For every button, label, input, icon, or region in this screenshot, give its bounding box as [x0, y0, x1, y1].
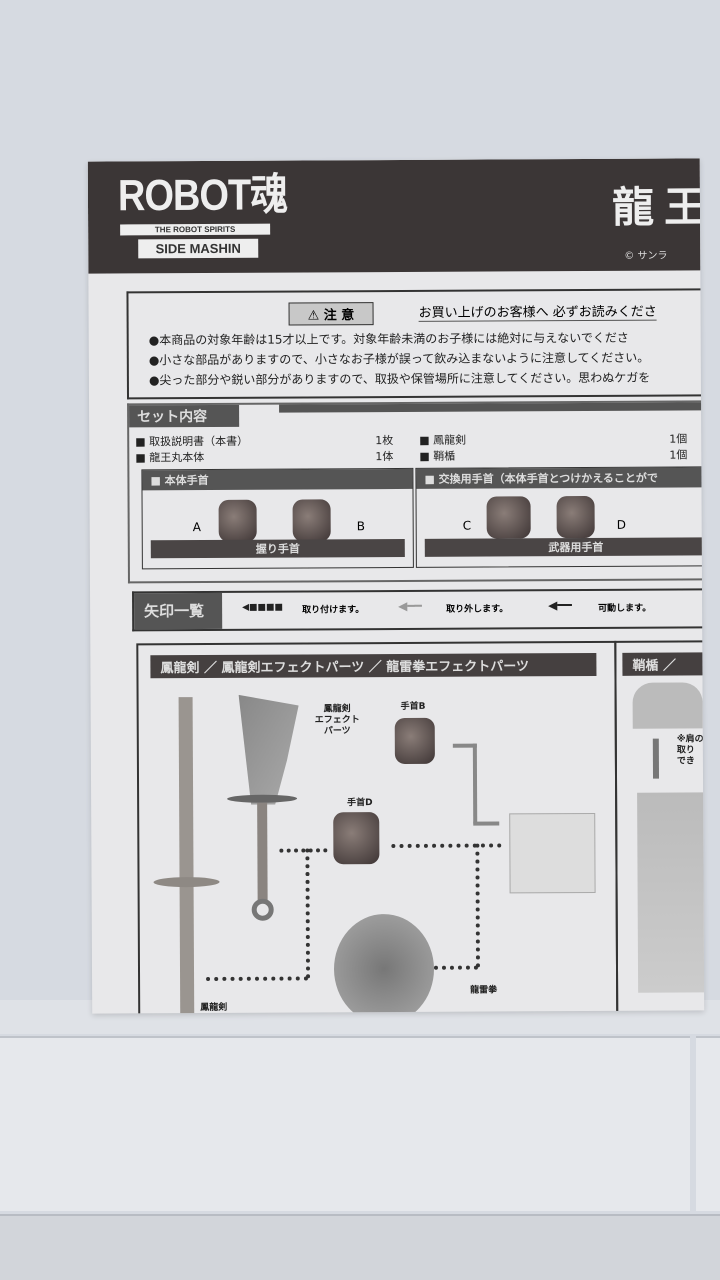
drawer-lower: [0, 1214, 720, 1280]
attach-path: [305, 848, 311, 979]
swap-hands-title: ■ 交換用手首（本体手首とつけかえることがで: [416, 467, 705, 489]
drawer-front: [0, 1036, 690, 1211]
caution-line: ●本商品の対象年齢は15才以上です。対象年齢未満のお子様には絶対に与えないでくだ…: [148, 330, 629, 348]
hand-label: B: [356, 519, 365, 534]
hand-label: A: [192, 520, 201, 535]
remove-arrow-icon: [472, 743, 478, 824]
item-qty: 1枚: [375, 434, 394, 448]
arrow-legend: 矢印一覧 ◀■■■■ 取り付けます。 ◀━━ 取り外します。 ◀━━ 可動します…: [132, 588, 705, 632]
set-contents: セット内容 ■ 取扱説明書（本書） 1枚 ■ 龍王丸本体 1体 ■ 鳳龍剣 1個…: [127, 400, 705, 584]
remove-arrow-icon: ◀━━: [398, 598, 422, 613]
sheath-note: ※肩の 取り でき: [676, 734, 704, 767]
move-label: 可動します。: [598, 603, 652, 614]
item-name: ■ 取扱説明書（本書）: [135, 434, 249, 449]
hand-b-image: [394, 717, 435, 765]
swap-hands-caption: 武器用手首: [424, 537, 705, 557]
swap-hands-panel: ■ 交換用手首（本体手首とつけかえることがで C D 武器用手首: [415, 466, 705, 568]
sword-label: 鳳龍剣: [200, 1002, 228, 1014]
fist-hand-b-image: [292, 499, 331, 542]
robot-arm-image: [509, 812, 596, 894]
item-name: ■ 龍王丸本体: [135, 451, 205, 465]
caution-line: ●小さな部品がありますので、小さなお子様が誤って飲み込まないように注意してくださ…: [148, 350, 650, 368]
attach-path: [279, 848, 328, 853]
caution-heading: お買い上げのお客様へ 必ずお読みくださ: [418, 300, 657, 322]
hand-label: D: [616, 517, 626, 532]
thunder-fist-label: 龍雷拳: [470, 985, 498, 996]
caution-box: ⚠ 注 意 お買い上げのお客様へ 必ずお読みくださ ●本商品の対象年齢は15才以…: [126, 288, 705, 400]
brand-tagline: THE ROBOT SPIRITS: [120, 223, 271, 236]
fist-hand-a-image: [218, 499, 257, 542]
body-hands-title: ■ 本体手首: [142, 468, 413, 491]
attach-path: [475, 843, 480, 968]
brand-logo: ROBOT魂: [117, 171, 288, 221]
move-arrow-icon: ◀━━: [548, 598, 572, 613]
parts-diagram: 鳳龍剣 ／ 鳳龍剣エフェクトパーツ ／ 龍雷拳エフェクトパーツ 鳳龍剣 エフェク…: [136, 640, 619, 1014]
attach-path: [391, 843, 502, 849]
attach-path: [206, 976, 309, 981]
weapon-hand-c-image: [486, 496, 531, 539]
caution-badge: ⚠ 注 意: [288, 302, 374, 326]
weapon-hand-d-image: [556, 495, 595, 539]
body-hands-caption: 握り手首: [150, 538, 405, 559]
remove-arrow-icon: [452, 743, 477, 748]
parts-title: 鳳龍剣 ／ 鳳龍剣エフェクトパーツ ／ 龍雷拳エフェクトパーツ: [150, 652, 597, 679]
hand-d-label: 手首D: [347, 798, 373, 809]
sword-effect-image: [239, 695, 300, 805]
robot-body-image: [637, 792, 705, 993]
item-qty: 1体: [375, 450, 394, 464]
product-title: 龍王: [611, 182, 705, 232]
instruction-sheet: ROBOT魂 THE ROBOT SPIRITS SIDE MASHIN 龍王 …: [87, 158, 705, 1014]
effect-hilt: [257, 802, 268, 903]
series-label: SIDE MASHIN: [138, 238, 259, 259]
attach-label: 取り付けます。: [302, 605, 365, 616]
remove-arrow-icon: [473, 821, 500, 826]
sheath-title: 鞘楯 ／: [622, 652, 705, 676]
hilt-ring: [251, 898, 274, 921]
header-banner: ROBOT魂 THE ROBOT SPIRITS SIDE MASHIN 龍王 …: [87, 158, 705, 274]
caution-line: ●尖った部分や鋭い部分がありますので、取扱や保管場所に注意してください。思わぬケ…: [148, 370, 651, 388]
body-hands-panel: ■ 本体手首 A B 握り手首: [141, 467, 414, 570]
hand-label: C: [462, 518, 472, 533]
sword-guard: [153, 876, 220, 888]
arrow-legend-title: 矢印一覧: [134, 592, 223, 630]
remove-label: 取り外します。: [446, 604, 509, 615]
hand-b-label: 手首B: [400, 701, 426, 712]
shoulder-part-image: [632, 682, 703, 729]
sword-image: [178, 697, 195, 1014]
effect-guard: [227, 794, 298, 803]
set-contents-title: セット内容: [129, 404, 240, 428]
drawer-front-right: [696, 1036, 720, 1211]
item-name: ■ 鞘楯: [419, 449, 456, 463]
remove-arrow-icon: [652, 738, 660, 779]
item-qty: 1個: [669, 432, 688, 446]
hand-d-image: [333, 812, 380, 865]
item-qty: 1個: [669, 448, 688, 462]
thunder-fist-effect-image: [333, 913, 435, 1014]
attach-arrow-icon: ◀■■■■: [242, 602, 284, 613]
copyright: © サンラ: [624, 250, 668, 262]
item-name: ■ 鳳龍剣: [419, 433, 467, 447]
section-bar: [279, 402, 705, 413]
sheath-panel: 鞘楯 ／ ※肩の 取り でき: [614, 640, 705, 1014]
effect-parts-label: 鳳龍剣 エフェクト パーツ: [314, 704, 360, 737]
